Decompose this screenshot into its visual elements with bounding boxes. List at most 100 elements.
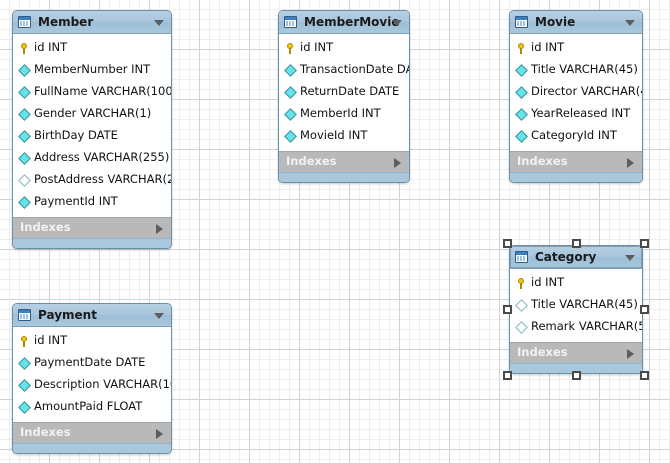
column-label: id INT <box>34 40 68 55</box>
table-icon <box>515 251 528 263</box>
table-node-membermovie[interactable]: MemberMovie id INT TransactionDate DATE Ret… <box>278 10 410 183</box>
column-label: id INT <box>300 40 334 55</box>
chevron-down-icon[interactable] <box>154 20 164 26</box>
column-label: CategoryId INT <box>531 128 617 143</box>
column-list: id INT TransactionDate DATE ReturnDate DAT… <box>279 34 409 151</box>
column-row[interactable]: PaymentDate DATE <box>13 352 171 374</box>
column-label: Address VARCHAR(255) <box>34 150 170 165</box>
column-row[interactable]: MemberNumber INT <box>13 59 171 81</box>
table-header[interactable]: MemberMovie <box>279 11 409 34</box>
column-label: MemberNumber INT <box>34 62 151 77</box>
primary-key-icon <box>285 42 296 54</box>
column-row[interactable]: PaymentId INT <box>13 191 171 213</box>
column-row[interactable]: id INT <box>279 37 409 59</box>
chevron-down-icon[interactable] <box>625 20 635 26</box>
table-node-movie[interactable]: Movie id INT Title VARCHAR(45) Director VAR… <box>509 10 643 183</box>
chevron-right-icon[interactable] <box>627 349 634 359</box>
chevron-down-icon[interactable] <box>154 313 164 319</box>
column-list: id INT MemberNumber INT FullName VARCHAR(1… <box>13 34 171 217</box>
indexes-section[interactable]: Indexes <box>279 151 409 172</box>
resize-handle-s[interactable] <box>571 371 581 380</box>
column-icon <box>18 400 31 414</box>
column-row[interactable]: Title VARCHAR(45) <box>510 294 642 316</box>
table-title: Movie <box>535 15 576 29</box>
column-row[interactable]: ReturnDate DATE <box>279 81 409 103</box>
column-label: PaymentDate DATE <box>34 355 146 370</box>
column-row[interactable]: TransactionDate DATE <box>279 59 409 81</box>
column-row[interactable]: id INT <box>510 272 642 294</box>
table-footer-strip <box>279 172 409 182</box>
column-row[interactable]: MemberId INT <box>279 103 409 125</box>
chevron-right-icon[interactable] <box>156 224 163 234</box>
table-footer-strip <box>510 363 642 373</box>
table-title: Payment <box>38 308 97 322</box>
column-row[interactable]: id INT <box>510 37 642 59</box>
column-label: Remark VARCHAR(500) <box>531 319 642 334</box>
column-nullable-icon <box>18 173 31 187</box>
column-row[interactable]: Address VARCHAR(255) <box>13 147 171 169</box>
column-icon <box>18 63 31 77</box>
column-icon <box>515 63 528 77</box>
indexes-section[interactable]: Indexes <box>510 342 642 363</box>
table-node-category[interactable]: Category id INT Title VARCHAR(45) Remark VA… <box>509 245 643 374</box>
chevron-down-icon[interactable] <box>392 20 402 26</box>
column-label: Title VARCHAR(45) <box>531 62 638 77</box>
resize-handle-e[interactable] <box>640 305 649 314</box>
table-header[interactable]: Payment <box>13 304 171 327</box>
column-row[interactable]: AmountPaid FLOAT <box>13 396 171 418</box>
column-label: MemberId INT <box>300 106 381 121</box>
column-icon <box>18 107 31 121</box>
column-row[interactable]: MovieId INT <box>279 125 409 147</box>
resize-handle-w[interactable] <box>503 305 512 314</box>
column-label: BirthDay DATE <box>34 128 118 143</box>
resize-handle-sw[interactable] <box>503 371 512 380</box>
column-row[interactable]: CategoryId INT <box>510 125 642 147</box>
column-row[interactable]: Description VARCHAR(100) <box>13 374 171 396</box>
column-row[interactable]: YearReleased INT <box>510 103 642 125</box>
table-icon <box>18 16 31 28</box>
indexes-section[interactable]: Indexes <box>510 151 642 172</box>
indexes-label: Indexes <box>517 154 568 169</box>
table-node-member[interactable]: Member id INT MemberNumber INT FullName VAR… <box>12 10 172 249</box>
column-row[interactable]: id INT <box>13 330 171 352</box>
column-label: id INT <box>531 40 565 55</box>
column-row[interactable]: Director VARCHAR(45) <box>510 81 642 103</box>
column-icon <box>515 85 528 99</box>
table-icon <box>284 16 297 28</box>
column-row[interactable]: Remark VARCHAR(500) <box>510 316 642 338</box>
column-list: id INT PaymentDate DATE Description VARCHA… <box>13 327 171 422</box>
column-label: id INT <box>531 275 565 290</box>
column-icon <box>284 129 297 143</box>
resize-handle-se[interactable] <box>640 371 649 380</box>
column-row[interactable]: Title VARCHAR(45) <box>510 59 642 81</box>
table-icon <box>515 16 528 28</box>
column-label: Description VARCHAR(100) <box>34 377 171 392</box>
chevron-down-icon[interactable] <box>625 255 635 261</box>
column-label: FullName VARCHAR(100) <box>34 84 172 99</box>
resize-handle-n[interactable] <box>571 239 581 248</box>
indexes-section[interactable]: Indexes <box>13 217 171 238</box>
primary-key-icon <box>19 42 30 54</box>
column-icon <box>18 151 31 165</box>
column-icon <box>515 107 528 121</box>
resize-handle-ne[interactable] <box>640 239 649 248</box>
table-header[interactable]: Category <box>510 246 642 269</box>
column-icon <box>18 85 31 99</box>
chevron-right-icon[interactable] <box>156 429 163 439</box>
column-row[interactable]: id INT <box>13 37 171 59</box>
column-row[interactable]: PostAddress VARCHAR(255) <box>13 169 171 191</box>
table-node-payment[interactable]: Payment id INT PaymentDate DATE Description… <box>12 303 172 454</box>
table-title: Member <box>38 15 94 29</box>
resize-handle-nw[interactable] <box>503 239 512 248</box>
column-row[interactable]: BirthDay DATE <box>13 125 171 147</box>
indexes-section[interactable]: Indexes <box>13 422 171 443</box>
chevron-right-icon[interactable] <box>394 158 401 168</box>
table-header[interactable]: Movie <box>510 11 642 34</box>
table-title: Category <box>535 250 597 264</box>
chevron-right-icon[interactable] <box>627 158 634 168</box>
column-row[interactable]: Gender VARCHAR(1) <box>13 103 171 125</box>
column-row[interactable]: FullName VARCHAR(100) <box>13 81 171 103</box>
table-header[interactable]: Member <box>13 11 171 34</box>
column-label: TransactionDate DATE <box>300 62 409 77</box>
